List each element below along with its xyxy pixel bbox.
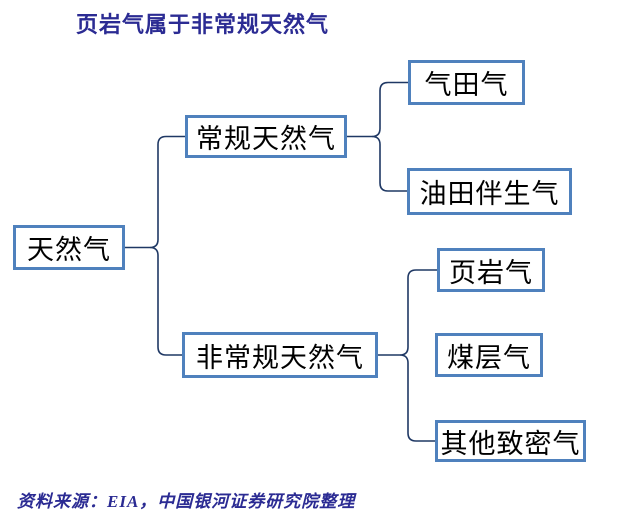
node-gas-field-gas-label: 气田气 [424, 70, 509, 100]
node-unconventional-gas: 非常规天然气 [182, 332, 378, 378]
node-shale-gas: 页岩气 [437, 248, 545, 292]
node-coalbed-methane: 煤层气 [435, 333, 543, 377]
node-conventional-gas-label: 常规天然气 [196, 124, 336, 154]
node-coalbed-methane-label: 煤层气 [447, 342, 531, 373]
connector-conventional-brace [371, 81, 409, 192]
node-oil-field-associated-gas: 油田伴生气 [407, 168, 572, 215]
node-oil-field-associated-gas-label: 油田伴生气 [419, 179, 560, 209]
node-natural-gas: 天然气 [13, 225, 125, 270]
node-natural-gas-label: 天然气 [27, 235, 111, 265]
node-other-tight-gas: 其他致密气 [435, 420, 586, 462]
node-unconventional-gas-label: 非常规天然气 [196, 342, 364, 373]
diagram-title: 页岩气属于非常规天然气 [76, 12, 330, 37]
source-note: 资料来源：EIA，中国银河证券研究院整理 [17, 492, 356, 511]
connector-unconventional-brace [399, 269, 438, 442]
node-conventional-gas: 常规天然气 [185, 115, 347, 158]
node-shale-gas-label: 页岩气 [449, 257, 533, 288]
connector-root-brace [149, 135, 186, 356]
node-other-tight-gas-label: 其他致密气 [440, 428, 581, 459]
node-gas-field-gas: 气田气 [408, 60, 525, 105]
